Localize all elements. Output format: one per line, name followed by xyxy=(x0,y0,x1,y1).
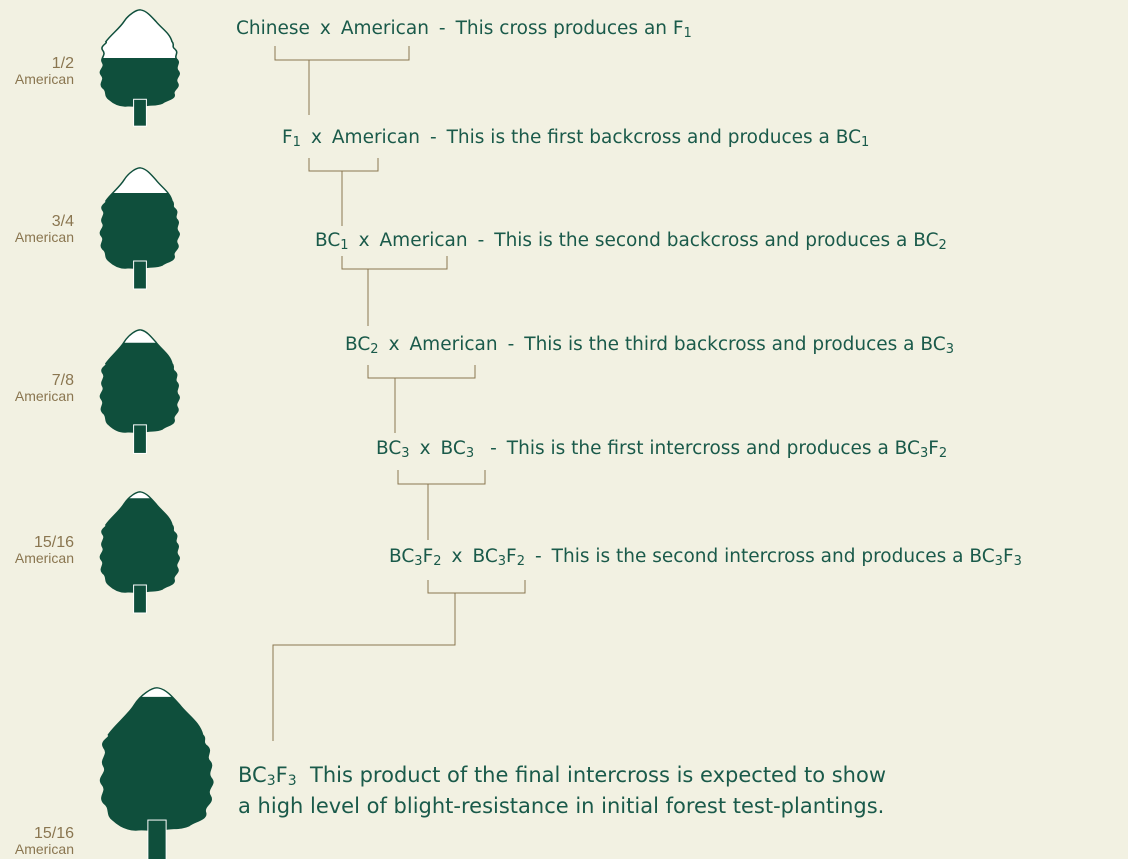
fraction-unit: American xyxy=(14,229,74,245)
cross-symbol: x xyxy=(310,127,322,148)
connector-cross-2 xyxy=(308,158,379,226)
tree-trunk xyxy=(133,260,147,290)
separator-dash: - xyxy=(429,127,437,148)
fraction-unit: American xyxy=(14,550,74,566)
cross-row-1: Chinese x American-This cross produces an … xyxy=(236,17,692,41)
separator-dash: - xyxy=(490,438,497,459)
cross-description: This is the second backcross and produce… xyxy=(494,230,947,253)
cross-description: This cross produces an F1 xyxy=(455,18,692,41)
tree-fraction-label: 7/8 American xyxy=(12,372,74,403)
cross-description: This is the second intercross and produc… xyxy=(551,546,1022,569)
tree-2 xyxy=(60,168,220,289)
tree-fraction-label: 15/16 American xyxy=(12,825,74,856)
parent-2: BC3F2 xyxy=(472,546,525,569)
final-product-text: BC3F3 This product of the final intercro… xyxy=(238,760,1058,822)
tree-american-portion xyxy=(100,58,180,107)
fraction-unit: American xyxy=(14,71,74,87)
connector-cross-4 xyxy=(367,365,476,433)
parent-1: BC1 xyxy=(315,230,349,253)
parent-2: American xyxy=(340,18,429,39)
final-line-1: BC3F3 This product of the final intercro… xyxy=(238,763,887,789)
cross-row-4: BC2 x American-This is the third backcross… xyxy=(345,333,954,357)
fraction-value: 15/16 xyxy=(33,534,74,551)
tree-american-portion xyxy=(100,498,180,593)
cross-symbol: x xyxy=(451,546,463,567)
tree-5 xyxy=(43,688,271,859)
parent-1: BC2 xyxy=(345,334,379,357)
parent-2: BC3 xyxy=(440,438,475,461)
fraction-value: 1/2 xyxy=(51,55,74,72)
connector-cross-6 xyxy=(272,580,526,741)
fraction-value: 7/8 xyxy=(51,372,74,389)
cross-row-2: F1 x American-This is the first backcross … xyxy=(282,126,869,150)
tree-american-portion xyxy=(100,696,213,831)
tree-1 xyxy=(60,10,220,126)
fraction-value: 15/16 xyxy=(33,825,74,842)
cross-description: This is the first intercross and produce… xyxy=(506,438,948,461)
separator-dash: - xyxy=(438,18,446,39)
cross-description: This is the first backcross and produces… xyxy=(446,127,870,150)
parent-2: American xyxy=(331,127,420,148)
parent-1: F1 xyxy=(282,127,301,150)
final-product-name: BC3F3 xyxy=(238,763,297,789)
cross-symbol: x xyxy=(388,334,400,355)
connector-cross-1 xyxy=(274,46,410,115)
tree-trunk xyxy=(133,424,147,454)
tree-trunk xyxy=(147,819,167,859)
connector-cross-3 xyxy=(341,256,448,326)
fraction-unit: American xyxy=(14,388,74,404)
separator-dash: - xyxy=(477,230,485,251)
cross-description: This is the third backcross and produces… xyxy=(524,334,954,357)
tree-fraction-label: 3/4 American xyxy=(12,213,74,244)
tree-4 xyxy=(60,492,220,613)
fraction-value: 3/4 xyxy=(51,213,74,230)
tree-trunk xyxy=(133,98,147,127)
tree-american-portion xyxy=(100,193,180,269)
tree-fraction-label: 15/16 American xyxy=(12,534,74,565)
parent-2: American xyxy=(409,334,498,355)
fraction-unit: American xyxy=(14,841,74,857)
connector-cross-5 xyxy=(397,470,486,540)
cross-symbol: x xyxy=(319,18,331,39)
cross-row-3: BC1 x American-This is the second backcros… xyxy=(315,229,947,253)
parent-1: BC3 xyxy=(376,438,410,461)
parent-2: American xyxy=(379,230,468,251)
cross-symbol: x xyxy=(358,230,370,251)
tree-trunk xyxy=(133,584,147,614)
separator-dash: - xyxy=(534,546,542,567)
final-line-2: a high level of blight-resistance in ini… xyxy=(238,794,885,818)
tree-american-portion xyxy=(100,342,180,433)
parent-1: Chinese xyxy=(236,18,310,39)
parent-1: BC3F2 xyxy=(389,546,442,569)
tree-fraction-label: 1/2 American xyxy=(12,55,74,86)
tree-3 xyxy=(60,330,220,454)
cross-symbol: x xyxy=(419,438,431,459)
separator-dash: - xyxy=(507,334,515,355)
